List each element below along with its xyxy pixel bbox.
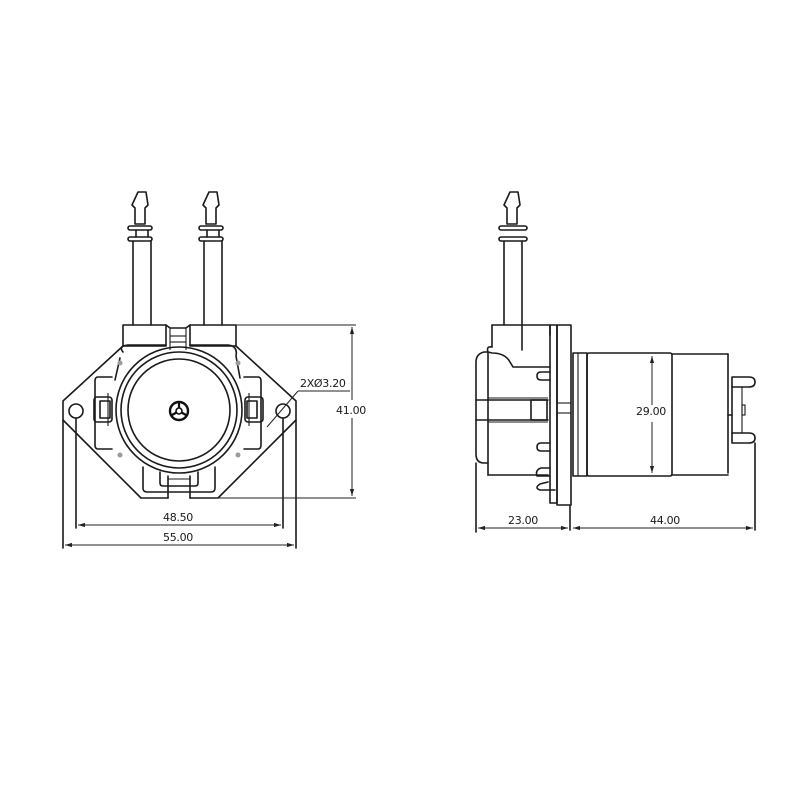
front-view: 2XØ3.20 41.00 48.50 55.00 <box>62 191 367 549</box>
overall-width-label: 55.00 <box>163 531 193 544</box>
tube-fitting-left <box>127 191 153 326</box>
tube-fitting-side <box>498 191 528 351</box>
head-depth-label: 23.00 <box>508 514 538 527</box>
motor-terminals <box>727 376 756 531</box>
latch-clip-right <box>244 393 264 426</box>
motor-length-label: 44.00 <box>650 514 680 527</box>
mounting-hole-right <box>275 403 291 419</box>
latch-clip-left <box>93 393 113 426</box>
side-view: 29.00 23.00 44.00 <box>475 191 756 533</box>
height-dimension-label: 41.00 <box>336 404 366 417</box>
motor-body <box>572 352 729 477</box>
hole-callout-label: 2XØ3.20 <box>300 377 346 390</box>
motor-diameter-label: 29.00 <box>636 405 666 418</box>
mounting-hole-left <box>68 403 84 419</box>
hole-spacing-label: 48.50 <box>163 511 193 524</box>
tube-fitting-right <box>198 191 224 326</box>
rotor-housing <box>115 346 243 474</box>
rotor-hub-icon <box>168 400 190 422</box>
